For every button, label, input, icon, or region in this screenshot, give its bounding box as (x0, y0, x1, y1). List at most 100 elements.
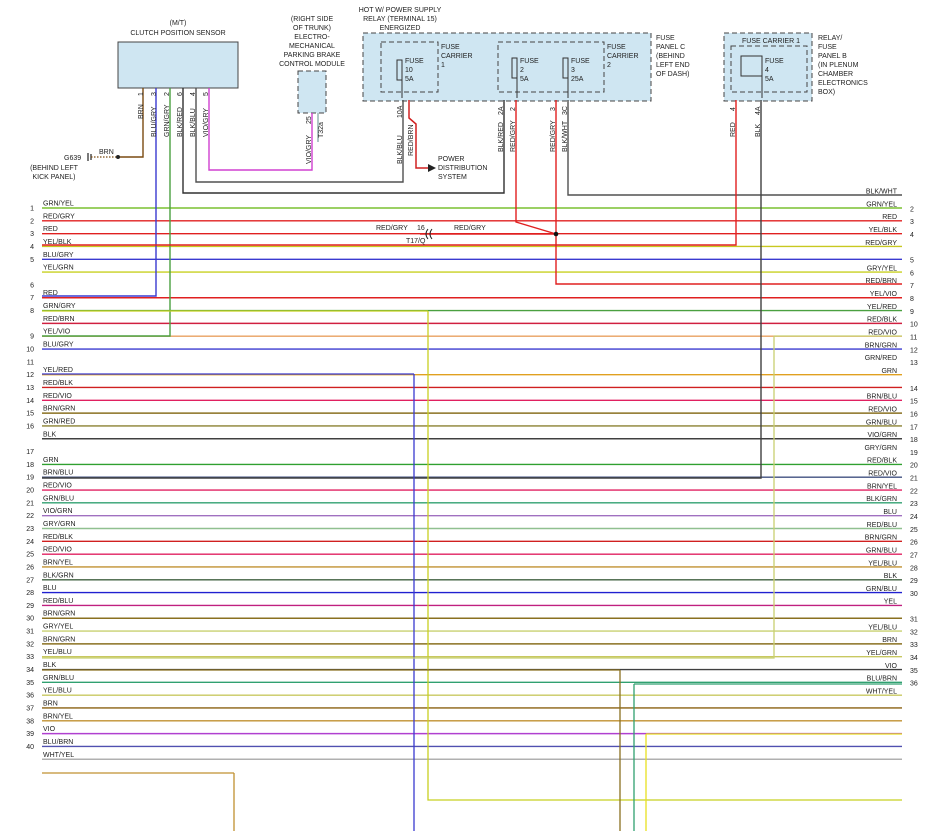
left-row-label: RED/VIO (43, 483, 72, 490)
fuse-4-line-1: FUSE (765, 58, 784, 65)
pb-line-6: CONTROL MODULE (279, 61, 345, 68)
fuse-carrier-1-line-1: FUSE (441, 44, 460, 51)
left-row-number: 40 (26, 744, 34, 751)
right-row-label: RED/BRN (865, 278, 897, 285)
right-row-label: BRN/GRN (865, 535, 897, 542)
left-row-number: 32 (26, 641, 34, 648)
fuse-10-line-2: 10 (405, 67, 413, 74)
right-row-number: 13 (910, 360, 918, 367)
right-row-number: 26 (910, 540, 918, 547)
left-row-label: BLU/GRY (43, 342, 74, 349)
left-row-number: 14 (26, 398, 34, 405)
left-row-number: 21 (26, 500, 34, 507)
left-row-label: BRN/YEL (43, 559, 73, 566)
fuse-carrier-1-line-3: 1 (441, 62, 445, 69)
vlabel-blk-wht: BLK/WHT (562, 120, 569, 152)
left-row-number: 10 (26, 347, 34, 354)
right-row-label: YEL/VIO (870, 291, 898, 298)
right-row-number: 20 (910, 463, 918, 470)
left-row-label: GRN (43, 457, 59, 464)
vlabel-vio-gry: VIO/GRY (203, 108, 210, 137)
left-row-number: 37 (26, 705, 34, 712)
pin-2: 2 (164, 92, 171, 96)
left-row-number: 33 (26, 654, 34, 661)
right-row-label: VIO/GRN (867, 432, 897, 439)
relay-b-line-7: BOX) (818, 89, 835, 96)
left-row-number: 11 (27, 359, 34, 366)
relay-b-line-2: FUSE (818, 44, 837, 51)
ground-icon (116, 155, 120, 159)
left-row-number: 31 (26, 629, 34, 636)
right-row-number: 4 (910, 232, 914, 239)
vlabel-blk: BLK (755, 123, 762, 137)
power-distribution-label: POWER DISTRIBUTION SYSTEM (438, 156, 487, 181)
left-row-label: GRN/BLU (43, 675, 74, 682)
right-row-label: GRN (881, 368, 897, 375)
pin-25: 25 (306, 116, 313, 124)
left-row-label: BLU/BRN (43, 739, 73, 746)
right-row-number: 6 (910, 270, 914, 277)
splice-right-wire: RED/GRY (454, 225, 486, 232)
right-row-number: 31 (910, 617, 918, 624)
right-row-label: BRN/BLU (867, 394, 897, 401)
fuse-2-line-1: FUSE (520, 58, 539, 65)
left-row-label: RED/BRN (43, 316, 75, 323)
pin-5: 5 (203, 92, 210, 96)
fuse-2-line-2: 2 (520, 67, 524, 74)
relay-b-line-1: RELAY/ (818, 35, 842, 42)
vertical-wires (42, 88, 902, 831)
relay-fuse-panel-b: FUSE CARRIER 1 FUSE 4 5A RELAY/ FUSE PAN… (723, 32, 868, 102)
pin-1: 1 (138, 92, 145, 96)
left-row-label: RED (43, 290, 58, 297)
left-row-number: 15 (26, 411, 34, 418)
left-row-number: 26 (26, 564, 34, 571)
right-row-label: VIO (885, 663, 898, 670)
fuse-panel-c-line-3: (BEHIND (656, 53, 685, 60)
fuse-carrier-2-line-1: FUSE (607, 44, 626, 51)
fuse-10-line-3: 5A (405, 76, 414, 83)
fuse-10-line-1: FUSE (405, 58, 424, 65)
splice-pin: 16 (417, 225, 425, 232)
pb-line-2: OF TRUNK) (293, 25, 331, 32)
left-row-number: 19 (26, 475, 34, 482)
clutch-sensor-title-2: CLUTCH POSITION SENSOR (130, 30, 225, 37)
left-row-label: RED/VIO (43, 547, 72, 554)
pb-line-1: (RIGHT SIDE (291, 16, 334, 23)
left-row-label: RED/BLK (43, 380, 73, 387)
left-row-label: GRY/YEL (43, 624, 73, 631)
left-row-number: 9 (30, 334, 34, 341)
fuse-3-line-3: 25A (571, 76, 584, 83)
right-row-number: 24 (910, 514, 918, 521)
left-row-number: 1 (30, 206, 34, 213)
pin-3b: 3 (550, 107, 557, 111)
vertical-labels: BRN BLU/GRY GRN/GRY BLK/RED BLK/BLU VIO/… (138, 92, 762, 164)
right-row-lines: BLK/WHTGRN/YEL2RED3YEL/BLK4RED/GRY5GRY/Y… (864, 189, 917, 696)
left-row-number: 24 (26, 539, 34, 546)
pb-line-5: PARKING BRAKE (284, 52, 341, 59)
power-dist-line-3: SYSTEM (438, 174, 467, 181)
right-row-label: RED/BLU (867, 522, 897, 529)
left-row-label: YEL/BLU (43, 688, 72, 695)
left-row-number: 6 (30, 282, 34, 289)
fuse-panel-c: HOT W/ POWER SUPPLY RELAY (TERMINAL 15) … (359, 7, 690, 102)
left-row-label: VIO/GRN (43, 508, 73, 515)
ground-note-1: (BEHIND LEFT (30, 165, 79, 172)
right-row-label: BLK/WHT (866, 189, 898, 196)
right-row-number: 18 (910, 437, 918, 444)
ground-g639: G639 BRN (BEHIND LEFT KICK PANEL) (30, 149, 120, 181)
hot-relay-line-2: RELAY (TERMINAL 15) (363, 16, 437, 23)
relay-b-line-4: (IN PLENUM (818, 62, 859, 69)
left-row-label: YEL/BLU (43, 649, 72, 656)
left-row-number: 39 (26, 731, 34, 738)
right-row-label: YEL/GRN (866, 650, 897, 657)
fuse-panel-c-line-1: FUSE (656, 35, 675, 42)
right-row-label: BRN/YEL (867, 483, 897, 490)
splice-dot-icon (553, 231, 559, 237)
right-row-number: 3 (910, 219, 914, 226)
left-row-number: 30 (26, 616, 34, 623)
left-row-number: 34 (26, 667, 34, 674)
left-row-label: GRN/GRY (43, 303, 76, 310)
right-row-number: 19 (910, 450, 918, 457)
right-row-number: 10 (910, 322, 918, 329)
left-row-label: BLU (43, 585, 57, 592)
